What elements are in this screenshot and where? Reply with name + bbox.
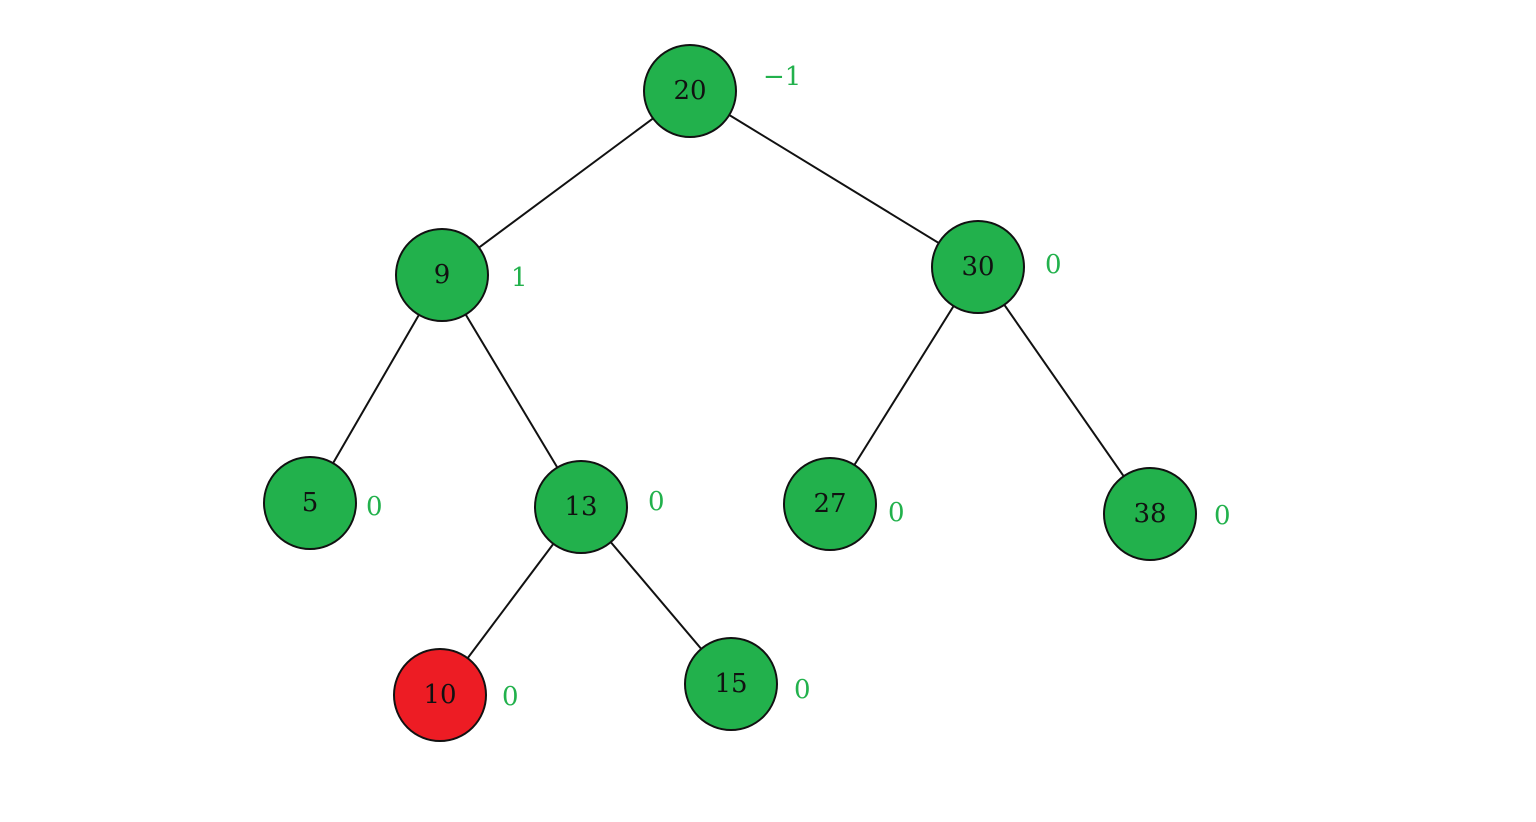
balance-factor-label: 0 <box>502 682 519 712</box>
balance-factor-label: −1 <box>763 62 801 92</box>
node-key: 20 <box>673 76 706 106</box>
node-circle <box>1103 467 1197 561</box>
node-key: 5 <box>302 488 319 518</box>
highlighted-node-circle <box>393 648 487 742</box>
node-circle <box>783 457 877 551</box>
balance-factor-label: 0 <box>888 498 905 528</box>
node-key: 9 <box>434 260 451 290</box>
balance-factor-label: 0 <box>794 675 811 705</box>
edges-layer <box>309 90 1151 696</box>
balance-factor-label: 0 <box>1045 250 1062 280</box>
tree-node-27: 27 0 <box>783 457 905 551</box>
node-key: 38 <box>1133 499 1166 529</box>
tree-edge <box>441 90 691 276</box>
tree-edge <box>689 90 979 268</box>
balance-factor-label: 0 <box>648 487 665 517</box>
node-key: 10 <box>423 680 456 710</box>
balance-factor-label: 0 <box>1214 501 1231 531</box>
node-circle <box>395 228 489 322</box>
balance-factor-label: 1 <box>511 263 528 293</box>
node-key: 30 <box>961 252 994 282</box>
node-circle <box>684 637 778 731</box>
tree-node-38: 38 0 <box>1103 467 1231 561</box>
node-circle <box>534 460 628 554</box>
tree-node-15: 15 0 <box>684 637 811 731</box>
tree-node-10: 10 0 <box>393 648 519 742</box>
tree-node-30: 30 0 <box>931 220 1062 314</box>
node-key: 27 <box>813 489 846 519</box>
balance-factor-label: 0 <box>366 492 383 522</box>
node-circle <box>263 456 357 550</box>
tree-node-20: 20 −1 <box>643 44 801 138</box>
tree-edge <box>977 266 1151 515</box>
tree-node-13: 13 0 <box>534 460 665 554</box>
node-circle <box>643 44 737 138</box>
node-key: 13 <box>564 492 597 522</box>
node-circle <box>931 220 1025 314</box>
node-key: 15 <box>714 669 747 699</box>
